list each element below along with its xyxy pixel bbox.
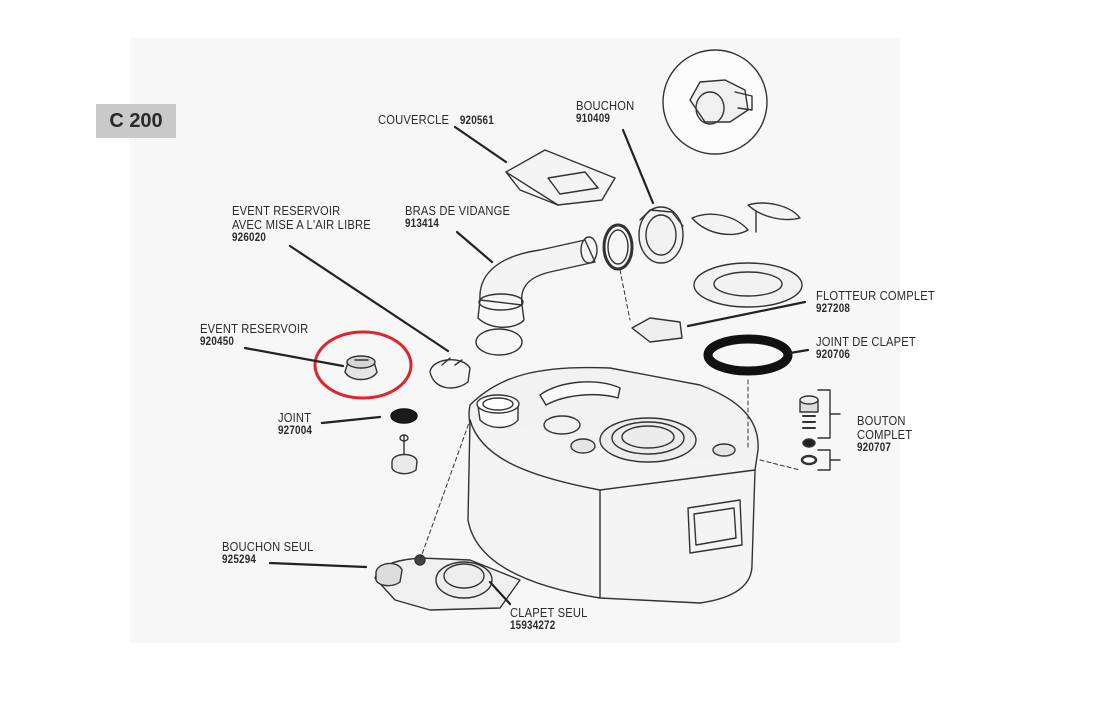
leader-clapet-seul — [488, 580, 512, 606]
leader-bouchon — [621, 128, 655, 205]
leader-bras — [455, 230, 494, 264]
leader-joint-clapet — [788, 348, 810, 355]
label-bouton-complet: BOUTON COMPLET 920707 — [857, 413, 913, 455]
bouton-complet-parts — [799, 389, 841, 471]
tank-body — [467, 366, 759, 604]
leader-flotteur — [686, 300, 807, 328]
leader-event-reservoir — [243, 346, 345, 368]
red-highlight-circle — [313, 330, 413, 400]
bouchon-part — [602, 206, 684, 271]
bras-de-vidange-part — [475, 236, 598, 356]
leader-couvercle — [453, 125, 508, 164]
label-couvercle: COUVERCLE 920561 — [378, 112, 494, 128]
model-badge: C 200 — [96, 104, 176, 138]
label-clapet-seul: CLAPET SEUL 15934272 — [510, 605, 588, 633]
label-joint: JOINT 927004 — [278, 410, 313, 438]
flotteur-part — [631, 202, 803, 343]
label-joint-de-clapet: JOINT DE CLAPET 920706 — [816, 334, 916, 362]
label-event-air-libre: EVENT RESERVOIR AVEC MISE A L'AIR LIBRE … — [232, 203, 371, 245]
event-air-libre-part — [429, 357, 471, 389]
leader-bouchon-seul — [268, 561, 368, 569]
label-bouchon-seul: BOUCHON SEUL 925294 — [222, 539, 314, 567]
leader-event-air-libre — [288, 244, 450, 353]
clapet-base-part — [374, 554, 521, 611]
couvercle-part — [505, 149, 616, 206]
label-event-reservoir: EVENT RESERVOIR 920450 — [200, 321, 309, 349]
leader-lines — [243, 125, 810, 606]
joint-part — [390, 408, 418, 424]
joint-de-clapet-part — [703, 334, 793, 376]
screw-plug-part — [391, 434, 418, 475]
label-flotteur-complet: FLOTTEUR COMPLET 927208 — [816, 288, 935, 316]
detail-zoom-circle — [662, 49, 768, 155]
assembly-dashes — [419, 269, 801, 561]
label-bras-de-vidange: BRAS DE VIDANGE 913414 — [405, 203, 511, 231]
leader-joint — [320, 415, 382, 425]
event-reservoir-part — [344, 355, 378, 381]
label-bouchon: BOUCHON 910409 — [576, 98, 635, 126]
